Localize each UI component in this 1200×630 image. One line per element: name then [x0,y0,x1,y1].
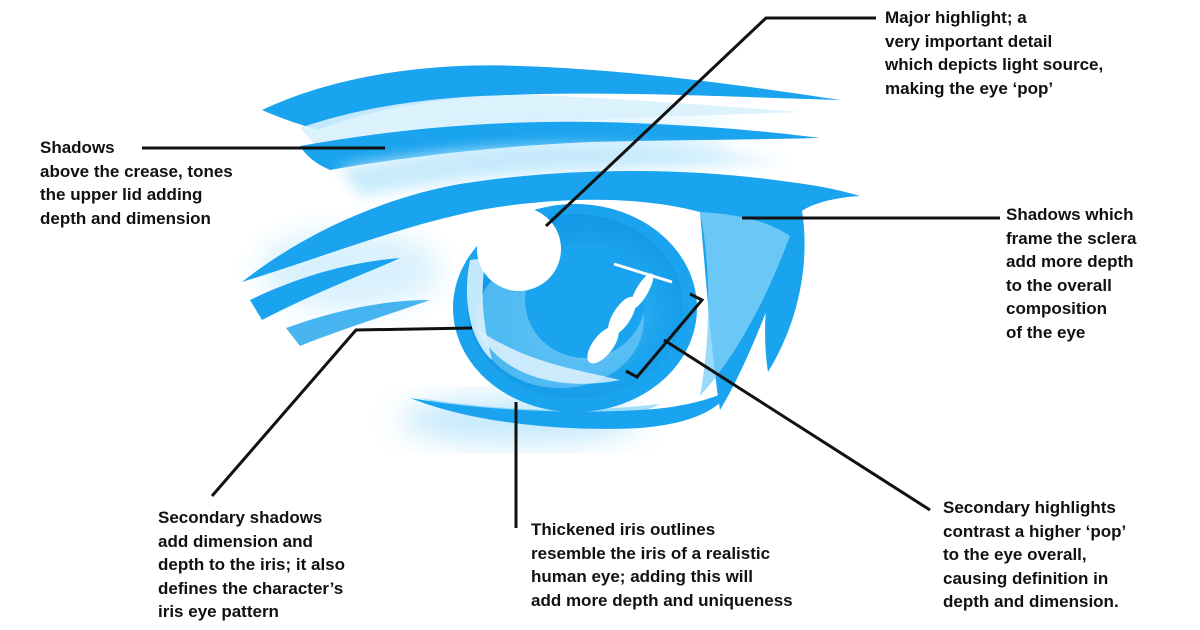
secondary-highlights [587,262,673,364]
annotation-major-highlight: Major highlight; a very important detail… [885,8,1104,98]
annotation-secondary-shadows: Secondary shadows add dimension and dept… [158,508,346,621]
sclera-shadow [700,212,790,396]
eyebrow-shape [262,65,840,130]
lower-lid-lash-left-2 [286,300,430,346]
crease-pale-band [340,145,790,196]
annotation-secondary-highlights: Secondary highlights contrast a higher ‘… [943,498,1127,611]
leader-lines [142,16,1000,528]
leader-secondary-shadows [210,326,473,497]
annotation-iris-outlines: Thickened iris outlines resemble the iri… [531,520,793,610]
annotation-sclera-shadows: Shadows which frame the sclera add more … [1006,205,1137,342]
leader-major-highlight [544,16,876,228]
brow-pale-shadow [300,95,800,150]
major-highlight [477,207,561,291]
leader-secondary-highlights [625,292,705,379]
lower-lash-line [410,390,730,429]
iris-lower-reflection [478,330,620,384]
iris-left-shadow [466,258,492,360]
leader-secondary-highlights-2 [663,338,931,512]
upper-crease [300,121,820,170]
lower-lid-lash-left [250,258,400,320]
iris [453,204,697,412]
annotation-crease-shadows: Shadows above the crease, tones the uppe… [40,138,233,228]
